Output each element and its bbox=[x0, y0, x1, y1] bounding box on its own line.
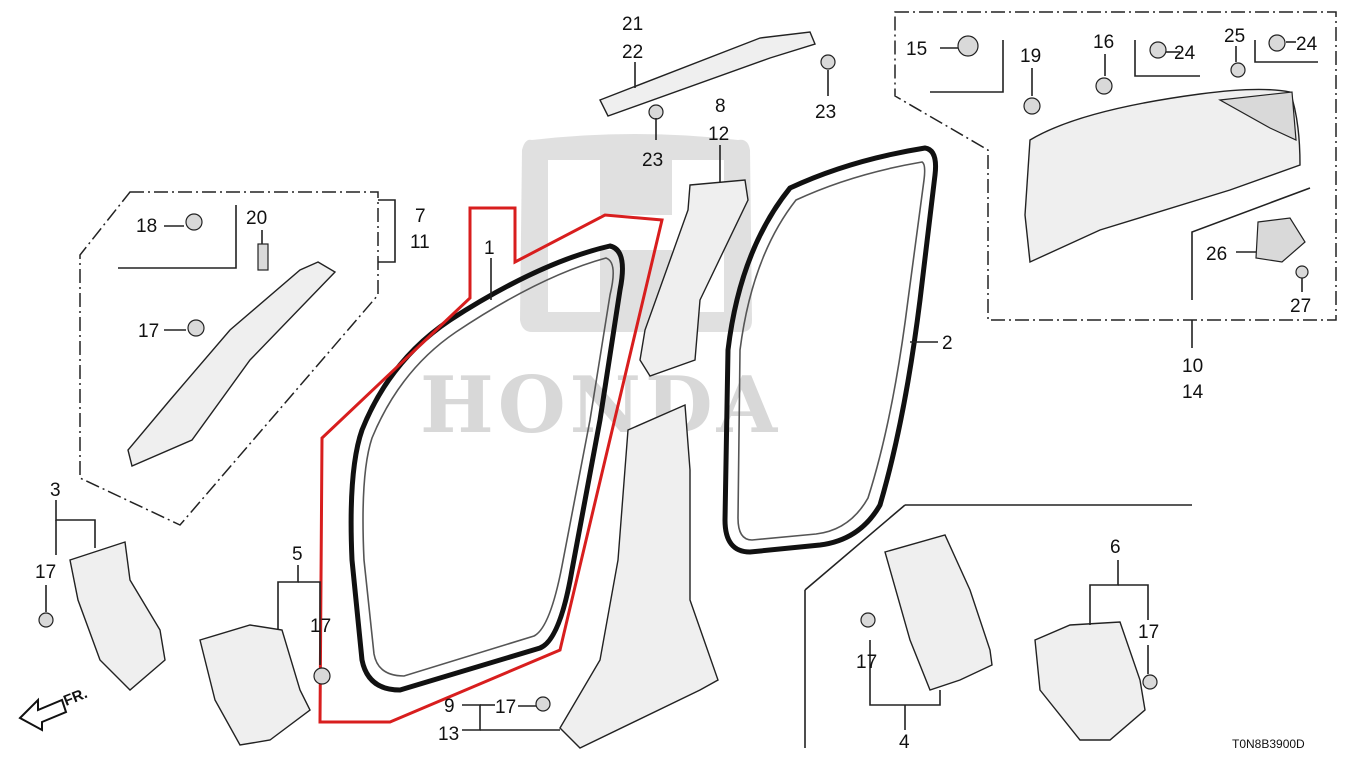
callout-20: 20 bbox=[246, 208, 267, 229]
callout-17-garnish: 17 bbox=[138, 321, 159, 342]
front-label: FR. bbox=[61, 685, 90, 710]
clip-25 bbox=[1230, 62, 1246, 78]
screw-20 bbox=[257, 243, 269, 271]
callout-14: 14 bbox=[1182, 382, 1204, 403]
clip-24-right bbox=[1268, 34, 1286, 52]
clip-17-kick bbox=[38, 612, 54, 628]
part-3-kick-panel bbox=[69, 541, 166, 691]
clip-18 bbox=[185, 213, 203, 231]
callout-21: 21 bbox=[622, 14, 643, 35]
callout-26: 26 bbox=[1206, 244, 1227, 265]
callout-18: 18 bbox=[136, 216, 157, 237]
callout-15: 15 bbox=[906, 39, 927, 60]
callout-25: 25 bbox=[1224, 26, 1245, 47]
clip-15 bbox=[957, 35, 979, 57]
callout-27: 27 bbox=[1290, 296, 1311, 317]
callout-24-right: 24 bbox=[1296, 34, 1318, 55]
clip-17-lower bbox=[313, 667, 331, 685]
callout-17-kick: 17 bbox=[35, 562, 56, 583]
leader-lines bbox=[45, 41, 1303, 731]
part-1-door-seal bbox=[348, 243, 625, 693]
callout-24-left: 24 bbox=[1174, 43, 1196, 64]
part-4-rear-kick bbox=[884, 534, 993, 691]
bracket-26 bbox=[1255, 217, 1306, 263]
callout-10: 10 bbox=[1182, 356, 1203, 377]
group-line-lower bbox=[804, 504, 906, 591]
callout-8: 8 bbox=[715, 96, 726, 117]
clip-19 bbox=[1023, 97, 1041, 115]
callout-5: 5 bbox=[292, 544, 303, 565]
callout-11: 11 bbox=[410, 232, 430, 253]
clip-17-part-6 bbox=[1142, 674, 1158, 690]
callout-17-part-4: 17 bbox=[856, 652, 877, 673]
part-b-pillar-lower bbox=[559, 403, 719, 749]
clip-17-garnish bbox=[187, 319, 205, 337]
callout-23-right: 23 bbox=[815, 102, 836, 123]
callouts: 21 22 23 23 8 12 1 2 7 11 10 14 15 16 19… bbox=[35, 14, 1318, 753]
callout-9: 9 bbox=[444, 696, 455, 717]
callout-4: 4 bbox=[899, 732, 910, 753]
selection-highlight bbox=[318, 206, 664, 724]
callout-17-part-6: 17 bbox=[1138, 622, 1159, 643]
clip-17-b-pillar bbox=[535, 696, 551, 712]
callout-1: 1 bbox=[484, 238, 495, 259]
part-6-rear-lower bbox=[1034, 621, 1146, 741]
part-rear-side-trim bbox=[1024, 88, 1301, 264]
callout-22: 22 bbox=[622, 42, 643, 63]
group-box-a-pillar bbox=[79, 191, 379, 526]
callout-6: 6 bbox=[1110, 537, 1121, 558]
front-direction-indicator: FR. bbox=[18, 685, 90, 732]
part-2-rear-door-seal bbox=[722, 145, 938, 555]
callout-17-lower: 17 bbox=[310, 616, 331, 637]
group-box-rear-trim bbox=[894, 11, 1337, 321]
callout-17-b-pillar: 17 bbox=[495, 697, 516, 718]
callout-16: 16 bbox=[1093, 32, 1114, 53]
callout-3: 3 bbox=[50, 480, 61, 501]
callout-13: 13 bbox=[438, 724, 459, 745]
callout-12: 12 bbox=[708, 124, 729, 145]
callout-19: 19 bbox=[1020, 46, 1041, 67]
part-5-lower-trim bbox=[199, 624, 311, 746]
clip-23-right bbox=[820, 54, 836, 70]
diagram-code: T0N8B3900D bbox=[1232, 737, 1305, 751]
clip-16 bbox=[1095, 77, 1113, 95]
part-rail-21-22 bbox=[599, 31, 816, 117]
clip-23-left bbox=[648, 104, 664, 120]
clip-24-left bbox=[1149, 41, 1167, 59]
callout-23-left: 23 bbox=[642, 150, 663, 171]
callout-2: 2 bbox=[942, 333, 953, 354]
part-b-pillar-upper bbox=[639, 179, 749, 377]
part-a-pillar-garnish bbox=[127, 261, 337, 467]
front-arrow-icon bbox=[18, 697, 68, 732]
screw-27 bbox=[1295, 265, 1309, 279]
clip-17-part-4 bbox=[860, 612, 876, 628]
callout-7: 7 bbox=[415, 206, 426, 227]
